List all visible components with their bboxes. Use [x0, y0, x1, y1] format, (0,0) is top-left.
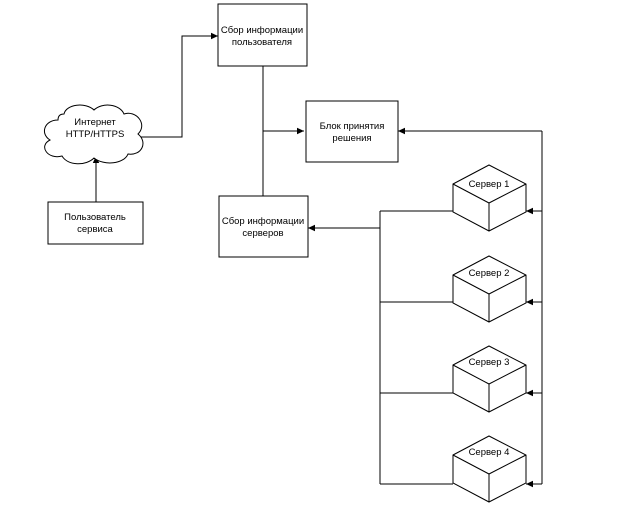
- collect-servers-label-line1: Сбор информации: [222, 216, 304, 227]
- decision-label-line1: Блок принятия: [320, 121, 385, 132]
- collect-user-label-line2: пользователя: [232, 37, 292, 48]
- user-label-line2: сервиса: [77, 224, 113, 235]
- collect-servers-info-node: Сбор информации серверов: [218, 195, 309, 258]
- internet-cloud: Интернет HTTP/HTTPS: [43, 104, 144, 165]
- cloud-label-line2: HTTP/HTTPS: [66, 129, 125, 140]
- server-4: Сервер 4: [452, 435, 527, 503]
- server-3: Сервер 3: [452, 345, 527, 413]
- user-node: Пользователь сервиса: [47, 201, 144, 245]
- server-1: Сервер 1: [452, 164, 527, 232]
- cloud-icon: [43, 104, 144, 165]
- server-3-label: Сервер 3: [469, 357, 510, 368]
- server-2-label: Сервер 2: [469, 268, 510, 279]
- decision-block-node: Блок принятия решения: [305, 100, 399, 163]
- server-1-label: Сервер 1: [469, 179, 510, 190]
- cloud-label-line1: Интернет: [74, 117, 116, 128]
- server-4-label: Сервер 4: [469, 447, 510, 458]
- server-2: Сервер 2: [452, 255, 527, 323]
- decision-label-line2: решения: [332, 133, 371, 144]
- collect-user-label-line1: Сбор информации: [221, 25, 303, 36]
- collect-servers-label-line2: серверов: [242, 228, 283, 239]
- collect-user-info-node: Сбор информации пользователя: [217, 3, 308, 67]
- user-label-line1: Пользователь: [64, 212, 126, 223]
- connector-cloud-to-collect-user: [140, 32, 218, 138]
